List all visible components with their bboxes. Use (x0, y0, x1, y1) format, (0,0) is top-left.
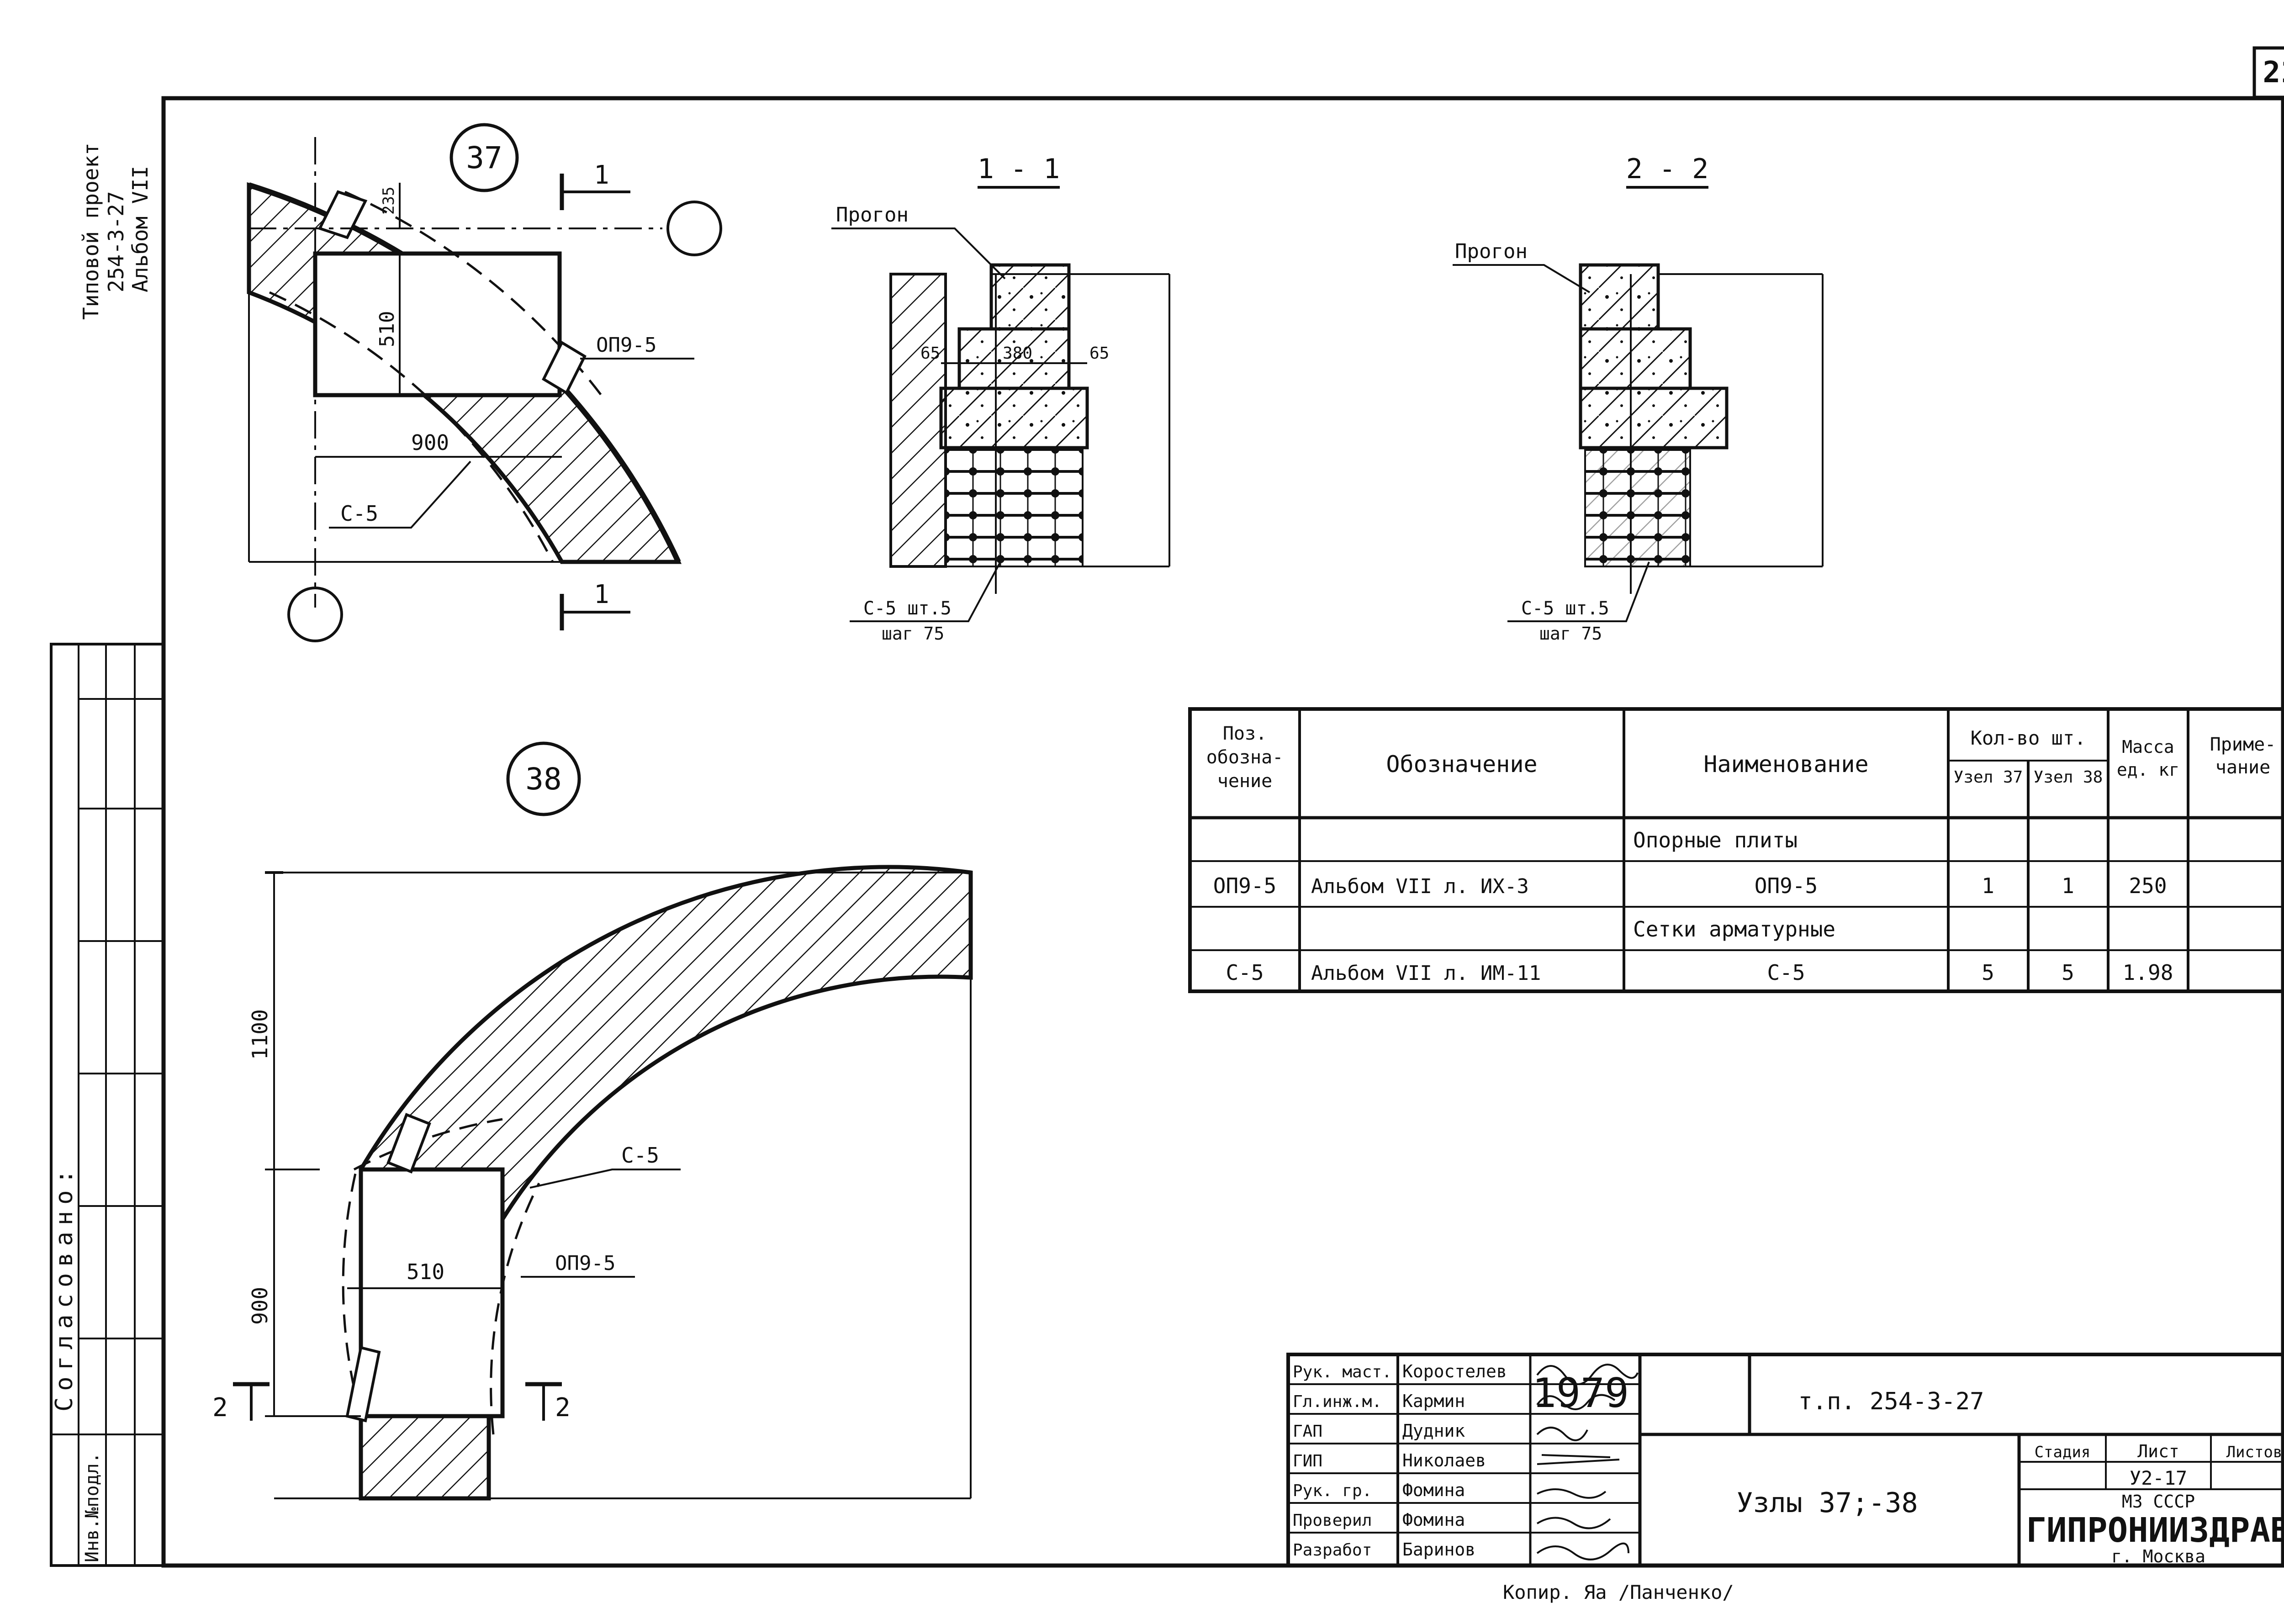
section-1-1-title: 1 - 1 (978, 153, 1060, 185)
row-3-name: Сетки арматурные (1633, 917, 1835, 942)
row-2-q37: 1 (1982, 873, 1994, 898)
agreed-label: Согласовано: (51, 1163, 78, 1412)
node-37-label-slab: ОП9-5 (596, 333, 656, 357)
node-38-label-mesh: С-5 (621, 1143, 659, 1168)
header-name: Наименование (1703, 751, 1868, 778)
drawing-title: Узлы 37;-38 (1736, 1487, 1918, 1519)
section-1-1-mesh-label: С-5 шт.5 (863, 598, 952, 619)
staff-name-4: Николаев (1402, 1450, 1486, 1471)
sheets-label: Листов (2226, 1443, 2283, 1461)
section-1-1-dim-mid: 380 (1003, 344, 1032, 363)
node-37-dim-vertical: 510 (375, 311, 399, 347)
copy-note: Копир. Яа /Панченко/ (1503, 1581, 1734, 1603)
section-1-1-dim-right: 65 (1089, 344, 1109, 363)
side-note: Типовой проект 254-3-27 Альбом VII (79, 143, 153, 320)
staff-role-1: Рук. маст. (1293, 1363, 1392, 1381)
node-37-plan: 37 1 1 510 235 900 ОП9-5 С-5 (247, 123, 722, 642)
org-city: г. Москва (2111, 1546, 2205, 1566)
row-2-designation: Альбом VII л. ИХ-3 (1311, 875, 1529, 898)
staff-name-7: Баринов (1402, 1539, 1475, 1560)
row-2-name: ОП9-5 (1755, 873, 1818, 898)
staff-role-5: Рук. гр. (1293, 1481, 1372, 1500)
side-note-line-2: 254-3-27 (104, 191, 128, 292)
node-38-label-slab: ОП9-5 (555, 1252, 615, 1275)
org-name: ГИПРОНИИЗДРАВ (2026, 1511, 2284, 1550)
staff-name-1: Коростелев (1402, 1361, 1507, 1381)
header-node-37: Узел 37 (1953, 768, 2023, 787)
node-37-marker: 37 (466, 140, 502, 175)
node-38-dim-vertical-top: 1100 (248, 1009, 272, 1060)
row-4-q37: 5 (1982, 960, 1994, 985)
section-2-2-mesh-step: шаг 75 (1539, 624, 1602, 644)
staff-name-6: Фомина (1402, 1510, 1465, 1530)
section-2-2-label-purlin: Прогон (1455, 240, 1528, 263)
staff-role-7: Разработ (1293, 1541, 1372, 1560)
sheet-value: У2-17 (2130, 1467, 2187, 1489)
row-4-mass: 1.98 (2123, 960, 2173, 985)
row-4-designation: Альбом VII л. ИМ-11 (1311, 962, 1541, 985)
node-37-dim-horizontal: 900 (411, 430, 449, 455)
signatures (1536, 1364, 1639, 1561)
sheet-number: 21 (2263, 56, 2284, 90)
header-mass: Масса ед. кг (2116, 737, 2180, 780)
section-1-1: 1 - 1 Прогон 65 380 65 С-5 шт.5 шаг 75 (831, 153, 1170, 644)
node-38-cut-mark-left: 2 (212, 1393, 228, 1423)
node-38-dim-horizontal: 510 (407, 1259, 444, 1284)
stage-label: Стадия (2035, 1443, 2091, 1461)
node-38-plate (359, 1167, 505, 1418)
node-37-cut-mark-top: 1 (594, 160, 609, 190)
staff-role-6: Проверил (1293, 1511, 1372, 1530)
agreement-strip: Согласовано: Инв.№подл. (50, 643, 165, 1567)
section-2-2: 2 - 2 Прогон С-5 шт.5 шаг 75 (1453, 153, 1824, 644)
side-note-line-1: Типовой проект (79, 143, 103, 320)
row-4-name: С-5 (1767, 960, 1805, 985)
node-38-marker: 38 (525, 762, 561, 797)
node-37-plate (313, 251, 562, 397)
header-pos: Поз. обозна-чение (1206, 723, 1284, 792)
row-2-mass: 250 (2129, 873, 2167, 898)
section-1-1-label-purlin: Прогон (836, 203, 909, 227)
section-1-1-mesh-step: шаг 75 (882, 624, 944, 644)
section-2-2-mesh-label: С-5 шт.5 (1521, 598, 1609, 619)
node-37-dim-small: 235 (380, 187, 398, 215)
org-top: МЗ СССР (2122, 1492, 2195, 1512)
node-38-dim-vertical-bottom: 900 (248, 1287, 272, 1325)
row-2-q38: 1 (2062, 873, 2074, 898)
spec-table: Поз. обозна-чение Обозначение Наименован… (1188, 707, 2284, 993)
section-2-2-title: 2 - 2 (1626, 153, 1709, 185)
node-37-cut-mark-bottom: 1 (594, 580, 609, 609)
header-node-38: Узел 38 (2033, 768, 2103, 787)
row-4-q38: 5 (2062, 960, 2074, 985)
row-1-name: Опорные плиты (1633, 828, 1798, 852)
staff-name-5: Фомина (1402, 1480, 1465, 1500)
sheet-label: Лист (2137, 1441, 2179, 1461)
staff-name-2: Кармин (1402, 1391, 1465, 1411)
node-37-label-mesh: С-5 (340, 501, 378, 526)
header-note: Приме-чание (2210, 734, 2276, 778)
staff-name-3: Дудник (1402, 1421, 1465, 1441)
header-designation: Обозначение (1386, 751, 1537, 778)
node-38-cut-mark-right: 2 (555, 1393, 571, 1423)
staff-role-4: ГИП (1293, 1452, 1322, 1471)
staff-role-2: Гл.инж.м. (1293, 1392, 1382, 1411)
inv-number-label: Инв.№подл. (82, 1452, 103, 1562)
row-2-pos: ОП9-5 (1213, 873, 1276, 898)
title-block: Рук. маст. Коростелев Гл.инж.м. Кармин Г… (1286, 1353, 2284, 1567)
sheet-number-box (2252, 46, 2284, 99)
staff-role-3: ГАП (1293, 1422, 1322, 1441)
year: 1979 (1532, 1370, 1629, 1417)
row-4-pos: С-5 (1226, 960, 1264, 985)
header-qty: Кол-во шт. (1971, 727, 2086, 749)
section-1-1-dim-left: 65 (920, 344, 940, 363)
side-note-line-3: Альбом VII (128, 166, 153, 292)
project-code: т.п. 254-3-27 (1798, 1388, 1984, 1415)
node-38-plan: 38 1100 900 510 С-5 ОП9-5 2 2 (212, 741, 973, 1501)
